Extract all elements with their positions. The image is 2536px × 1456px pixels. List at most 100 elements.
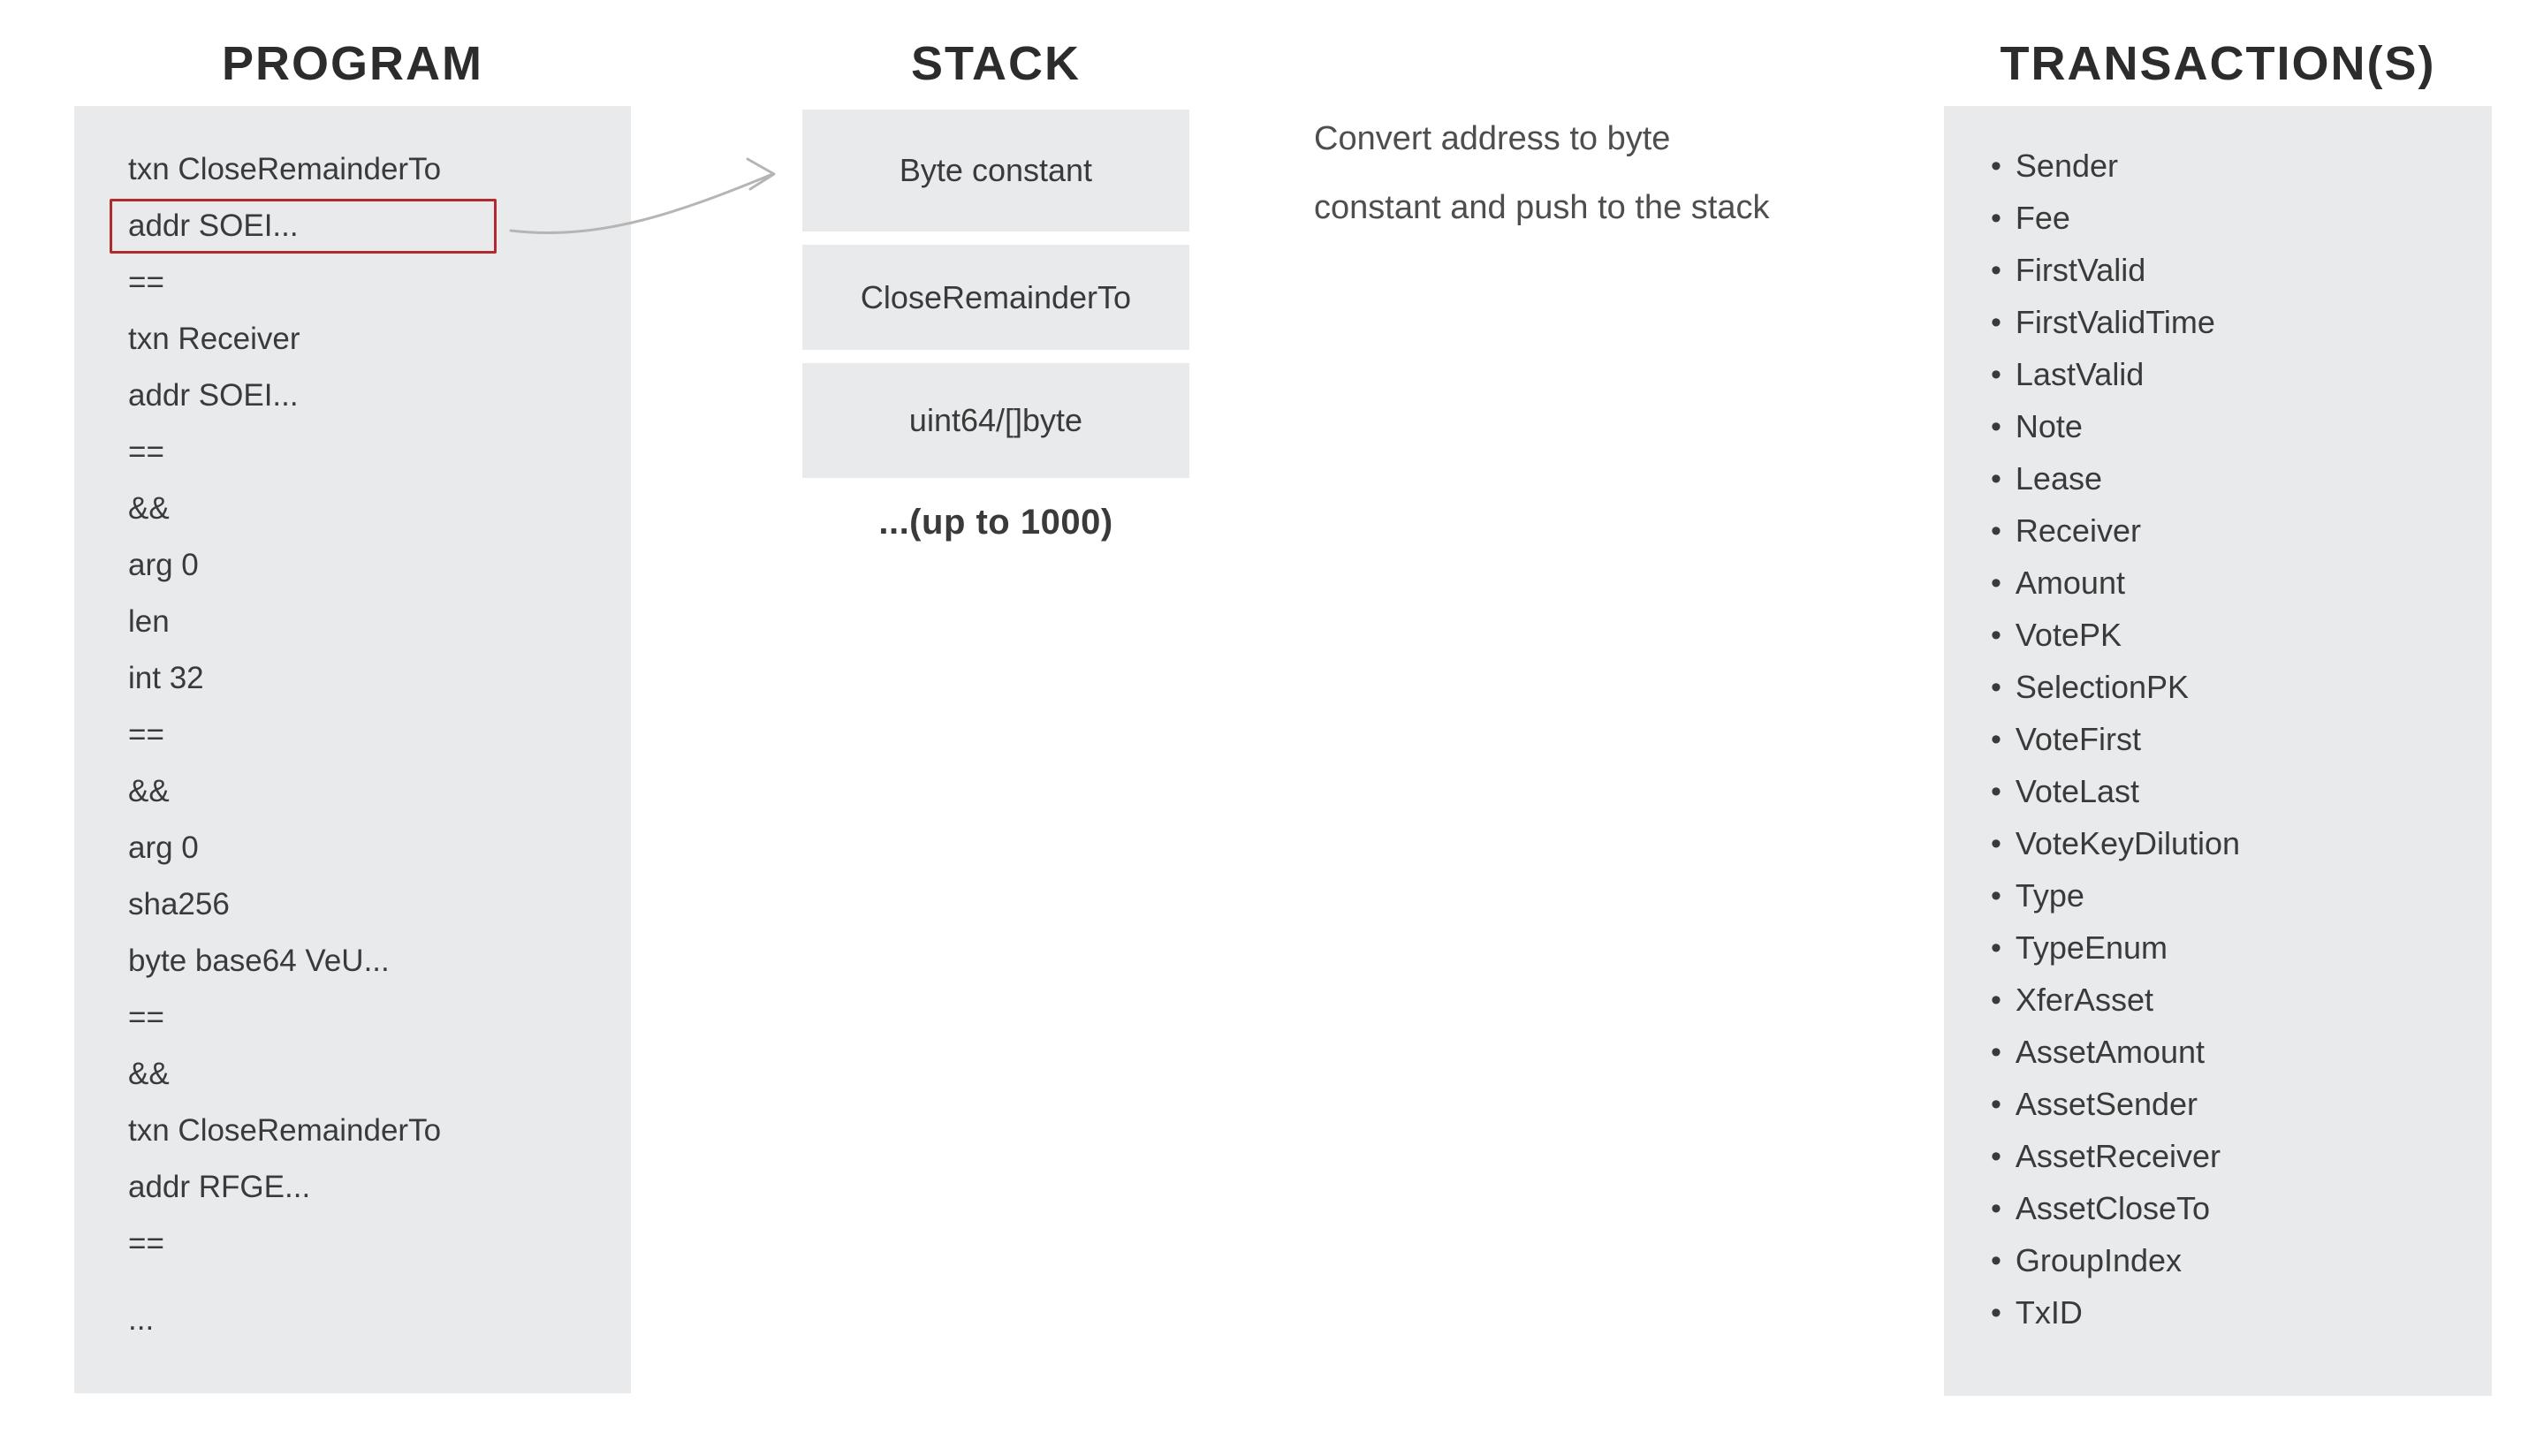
transaction-field-label: GroupIndex [2015,1241,2183,1278]
bullet-icon: • [1991,201,2001,235]
code-line: == [74,1216,631,1272]
code-line: txn Receiver [74,311,631,368]
code-line-text: sha256 [128,887,230,921]
transaction-field-label: TypeEnum [2015,929,2168,966]
code-line-text: addr SOEI... [128,378,299,413]
transaction-field-label: XferAsset [2015,981,2153,1018]
transaction-field-label: Receiver [2015,512,2141,549]
bullet-icon: • [1991,461,2001,496]
transaction-field-label: LastValid [2015,355,2145,392]
program-panel: txn CloseRemainderTo addr SOEI... == txn… [74,106,631,1393]
transaction-field-label: AssetReceiver [2015,1137,2221,1174]
stack-box-label: CloseRemainderTo [860,278,1132,315]
bullet-icon: • [1991,357,2001,391]
annotation-text: Convert address to byte constant and pus… [1314,104,1769,242]
transaction-field-label: SelectionPK [2015,668,2190,705]
bullet-icon: • [1991,826,2001,861]
transaction-field: • TxID [1944,1286,2492,1338]
transaction-field-label: Note [2015,407,2083,444]
transaction-field: • Receiver [1944,504,2492,557]
code-line: sha256 [74,876,631,933]
stack-box-list: Byte constant CloseRemainderTo uint64/[]… [802,110,1189,478]
code-line: == [74,424,631,481]
transaction-field: • XferAsset [1944,974,2492,1026]
stack-more-label: ...(up to 1000) [878,503,1113,542]
transaction-field-label: VotePK [2015,616,2122,653]
transaction-field: • VoteFirst [1944,713,2492,765]
transaction-field: • VoteKeyDilution [1944,817,2492,869]
transaction-field-label: AssetSender [2015,1085,2198,1122]
code-line: addr SOEI... [74,368,631,424]
transaction-field: • AssetAmount [1944,1026,2492,1078]
transaction-field: • FirstValidTime [1944,296,2492,348]
code-line-text: byte base64 VeU... [128,944,390,978]
bullet-icon: • [1991,1139,2001,1173]
code-line-text: txn Receiver [128,322,300,356]
code-line-text: addr RFGE... [128,1170,311,1204]
code-line-text: txn CloseRemainderTo [128,152,442,186]
code-line: == [74,707,631,763]
code-line: arg 0 [74,537,631,594]
code-line: && [74,481,631,537]
stack-title: STACK [911,37,1081,90]
stack-box-label: uint64/[]byte [908,402,1083,438]
bullet-icon: • [1991,670,2001,704]
code-line: && [74,763,631,820]
bullet-icon: • [1991,878,2001,913]
bullet-icon: • [1991,513,2001,548]
transaction-field-label: AssetCloseTo [2015,1189,2211,1226]
stack-box: Byte constant [802,110,1189,231]
code-line-text: arg 0 [128,830,199,865]
code-line-text: && [128,774,170,808]
bullet-icon: • [1991,1191,2001,1225]
transaction-field: • GroupIndex [1944,1234,2492,1286]
bullet-icon: • [1991,253,2001,287]
bullet-icon: • [1991,618,2001,652]
bullet-icon: • [1991,982,2001,1017]
bullet-icon: • [1991,722,2001,756]
transaction-field-label: Lease [2015,459,2102,497]
transaction-field: • Lease [1944,452,2492,504]
transaction-field-label: AssetAmount [2015,1033,2206,1070]
transaction-field-label: Fee [2015,199,2070,236]
code-line-text: txn CloseRemainderTo [128,1113,442,1148]
code-line-text: int 32 [128,661,204,695]
transaction-field: • LastValid [1944,348,2492,400]
bullet-icon: • [1991,305,2001,339]
code-line: addr SOEI... [74,198,631,254]
transaction-field: • SelectionPK [1944,661,2492,713]
code-line-text: addr SOEI... [128,209,299,243]
transaction-field-label: Sender [2015,147,2118,184]
code-line-text: && [128,1057,170,1091]
stack-box-label: Byte constant [899,152,1093,188]
bullet-icon: • [1991,930,2001,965]
code-line: int 32 [74,650,631,707]
code-line-text: == [128,435,164,469]
code-line: == [74,990,631,1046]
transaction-field: • Note [1944,400,2492,452]
annotation-line-2: constant and push to the stack [1314,189,1770,226]
bullet-icon: • [1991,148,2001,183]
code-line-text: == [128,1226,164,1261]
code-line: addr RFGE... [74,1159,631,1216]
code-line: ... [74,1292,631,1348]
code-line-text: == [128,1000,164,1035]
transaction-field: • AssetSender [1944,1078,2492,1130]
code-line: len [74,594,631,650]
transaction-field: • VotePK [1944,609,2492,661]
code-line-text: == [128,265,164,300]
code-line-text: ... [128,1302,155,1337]
annotation-line-1: Convert address to byte [1314,120,1671,157]
code-line: arg 0 [74,820,631,876]
bullet-icon: • [1991,565,2001,600]
transaction-field: • FirstValid [1944,244,2492,296]
code-line: txn CloseRemainderTo [74,141,631,198]
stack-box: CloseRemainderTo [802,245,1189,350]
bullet-icon: • [1991,1295,2001,1330]
transaction-field-label: FirstValid [2015,251,2146,288]
stack-box: uint64/[]byte [802,363,1189,478]
bullet-icon: • [1991,1087,2001,1121]
transaction-field: • Amount [1944,557,2492,609]
transaction-field: • AssetReceiver [1944,1130,2492,1182]
